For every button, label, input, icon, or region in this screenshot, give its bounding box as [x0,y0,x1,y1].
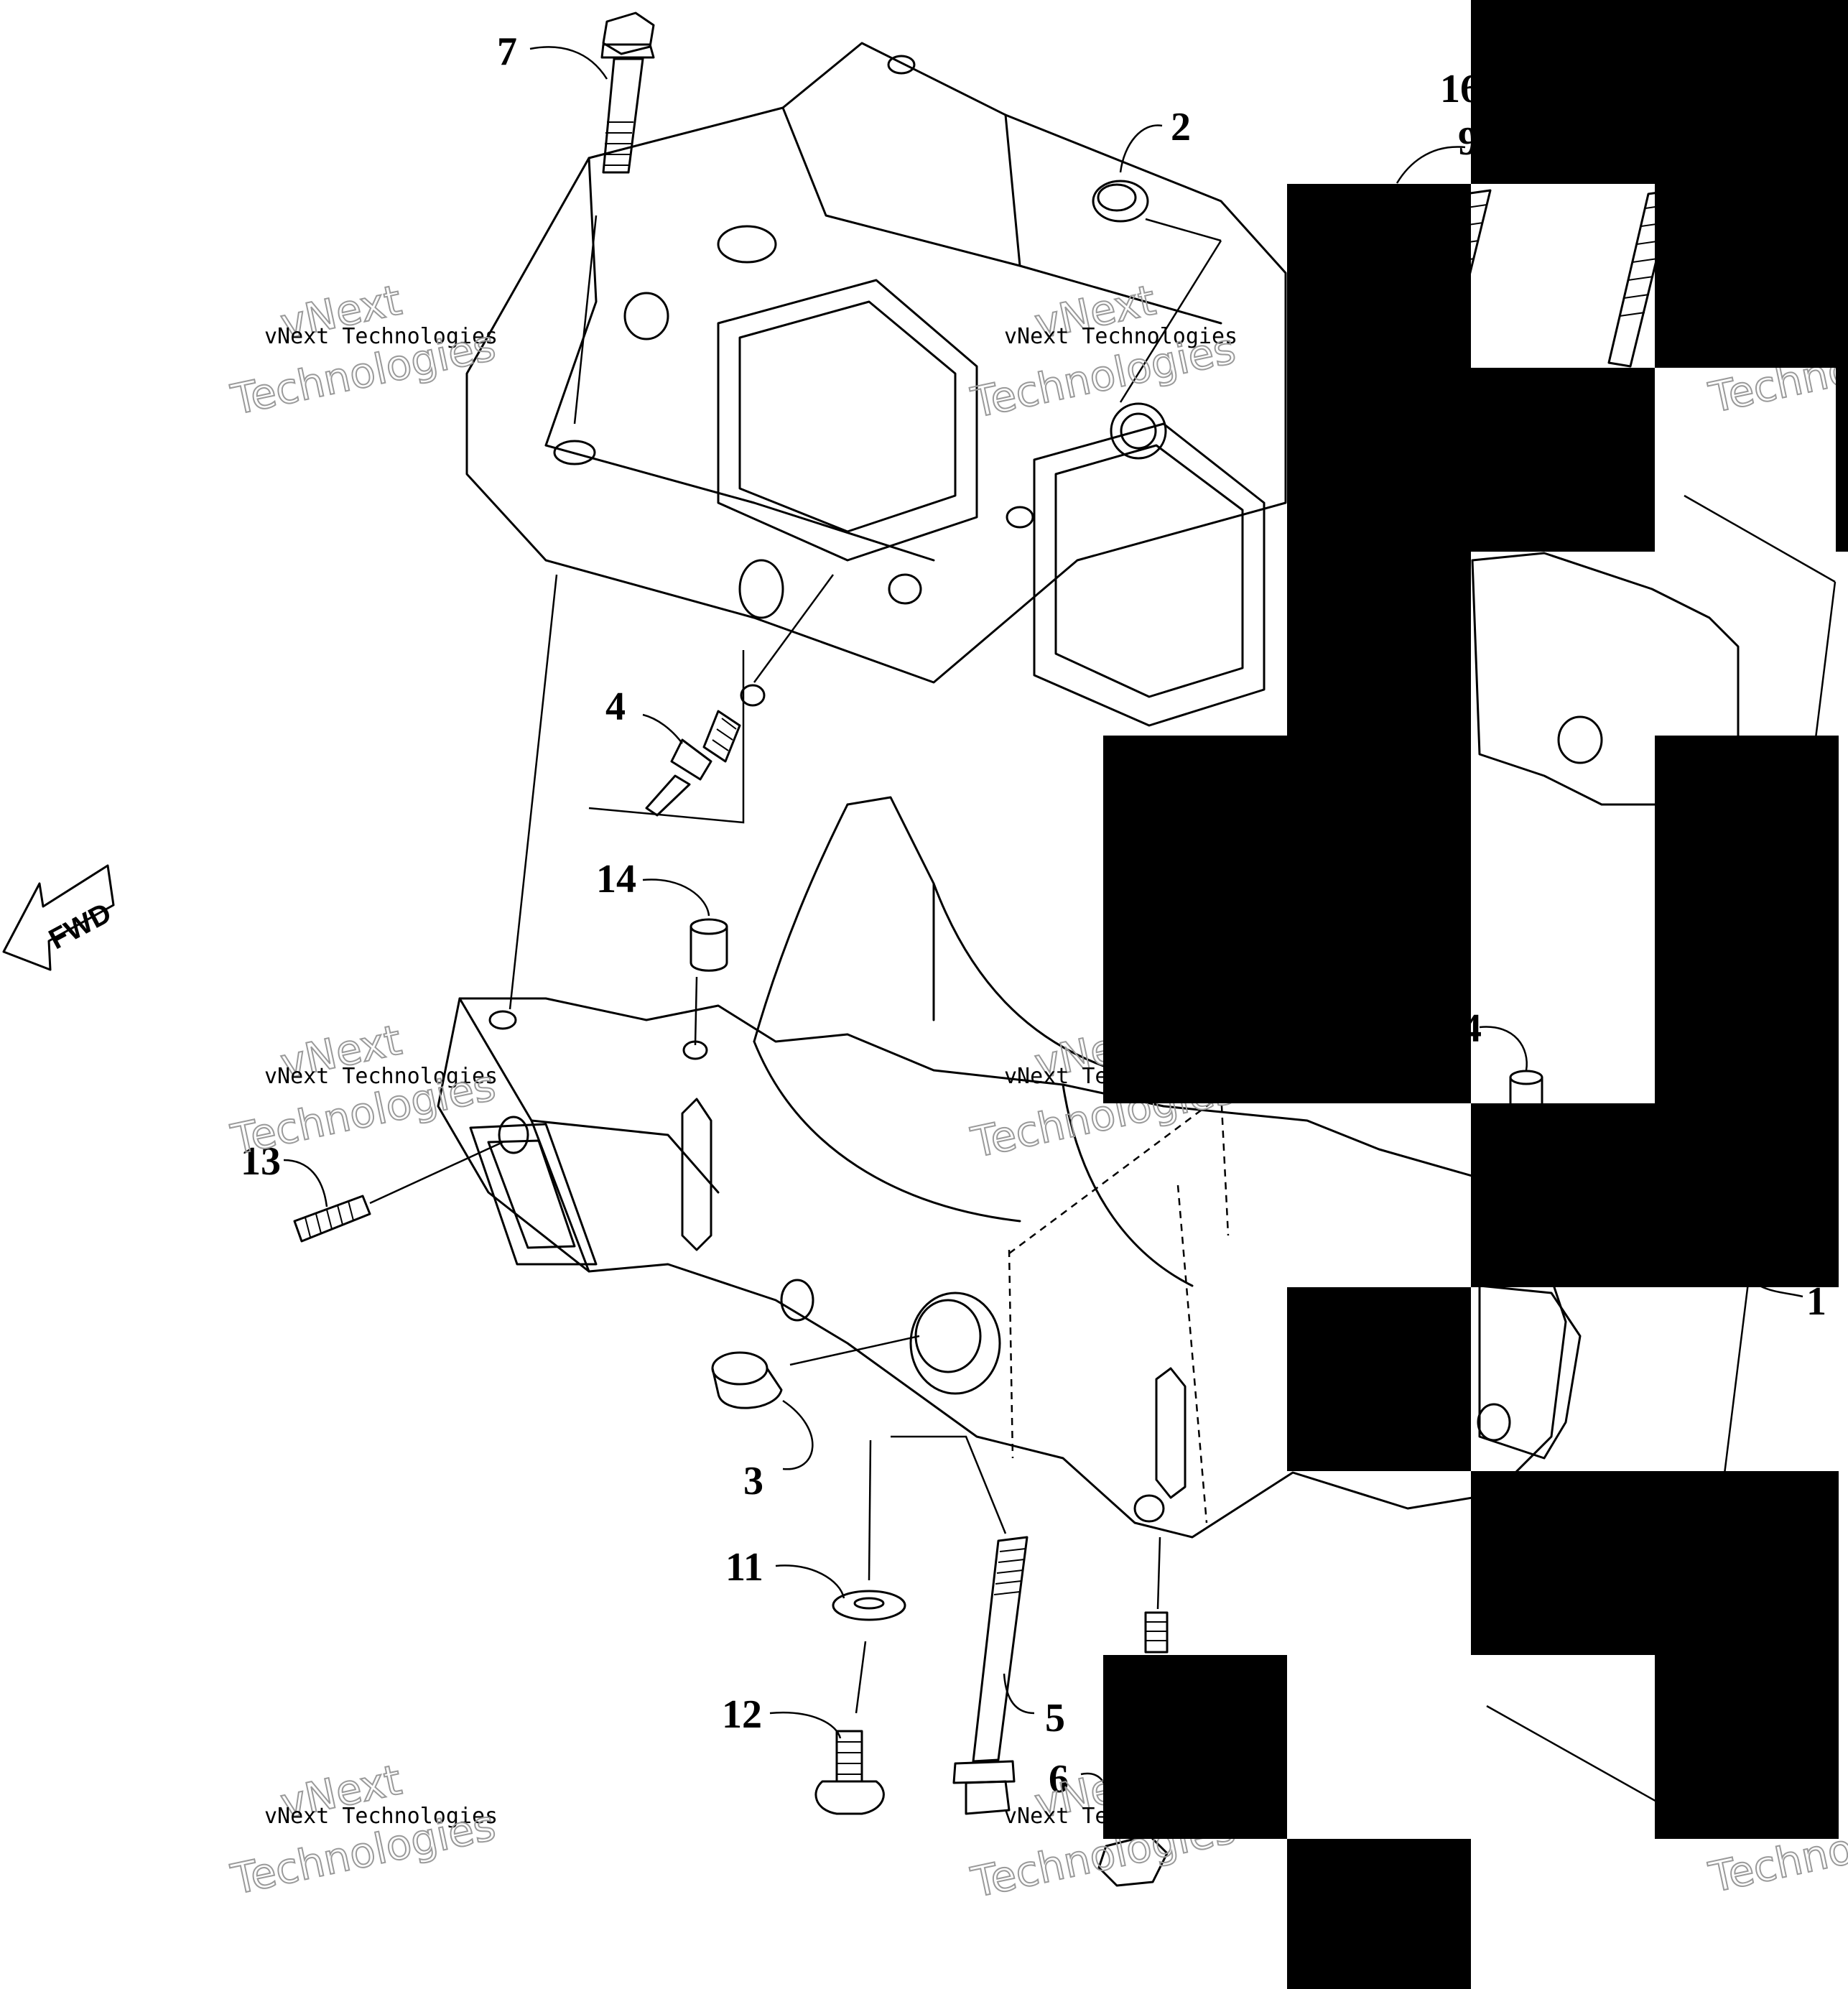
flange-bolt-7 [600,11,655,174]
watermark-text: vNext Technologies [264,1804,498,1829]
direction-label: FWD [44,897,116,956]
redaction-block [1655,184,1848,368]
redaction-block [1836,0,1848,184]
callout-tails [283,46,1803,1800]
forward-arrow: FWD [2,864,116,971]
callout-5: 5 [1045,1696,1065,1740]
redaction-block [1287,1839,1471,1989]
redaction-block [1655,736,1839,1103]
callout-14: 14 [596,857,636,901]
watermark-group-1: vNext vNext Technologies Technologies [226,274,501,425]
redaction-block [1836,368,1848,552]
watermark-text: vNext Technologies [264,324,498,349]
redaction-block [1103,1655,1287,1839]
redaction-block [1471,1471,1839,1655]
ring-2 [1092,180,1149,223]
watermark-group-2: vNext vNext Technologies Technologies [966,274,1240,428]
redaction-block [1471,0,1836,184]
flange-bolt-5 [952,1536,1029,1815]
callout-2: 2 [1171,105,1191,149]
callout-3: 3 [743,1459,763,1503]
watermark-text: vNext Technologies [264,1064,498,1089]
redaction-block [1471,368,1655,552]
redaction-blocks [1103,0,1848,1989]
callout-13: 13 [241,1139,281,1184]
callout-11: 11 [725,1545,763,1590]
redaction-block [1287,1287,1471,1471]
callout-4: 4 [605,685,626,729]
redaction-block [1471,1103,1839,1287]
dowel-14 [689,918,728,972]
watermark-group-5: vNext vNext Technologies Technologies [226,1754,501,1904]
callout-6: 6 [1049,1757,1069,1802]
washer-11 [832,1590,906,1621]
callout-7: 7 [497,29,517,74]
upper-crankcase [465,42,1287,727]
redaction-block [1655,1655,1839,1839]
watermark-text: vNext Technologies [1004,324,1238,349]
stud-13 [293,1195,371,1243]
bushing-3 [711,1351,783,1409]
sensor-4 [645,684,766,817]
screw-12 [814,1730,885,1815]
redaction-block [1287,184,1471,736]
redaction-block [1103,736,1471,1103]
callout-12: 12 [722,1692,762,1737]
